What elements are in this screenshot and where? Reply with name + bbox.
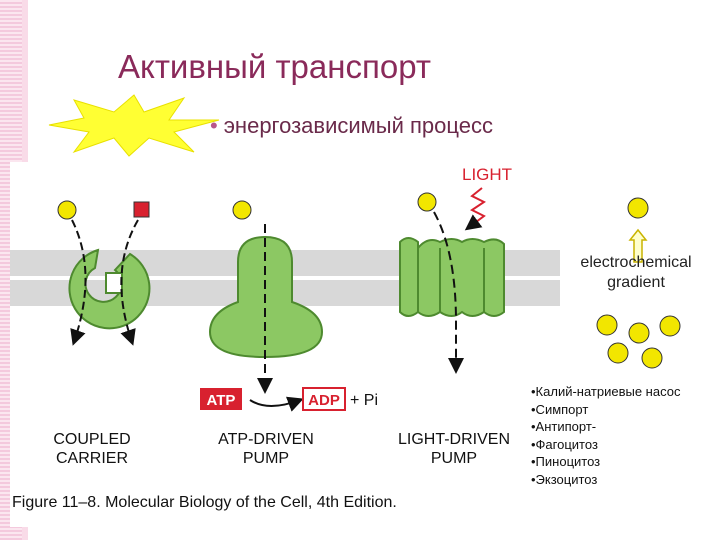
solute-gradient-3	[660, 316, 680, 336]
coupled-carrier-notch	[106, 273, 122, 293]
solute-gradient-2	[629, 323, 649, 343]
light-label: LIGHT	[462, 165, 512, 184]
adp-label: ADP	[308, 392, 340, 409]
light-pump-protein	[400, 238, 504, 316]
list-item: •Антипорт-	[531, 418, 680, 436]
light-pump-label-line1: LIGHT-DRIVEN	[398, 431, 510, 448]
solute-red-square	[134, 202, 149, 217]
list-item: •Фагоцитоз	[531, 436, 680, 454]
solute-yellow-atp	[233, 201, 251, 219]
solute-gradient-4	[608, 343, 628, 363]
light-pump-label-line2: PUMP	[431, 450, 477, 467]
solute-gradient-5	[642, 348, 662, 368]
list-item: •Симпорт	[531, 401, 680, 419]
pi-label: + Pi	[350, 392, 378, 409]
solute-yellow-coupled	[58, 201, 76, 219]
figure-caption: Figure 11–8. Molecular Biology of the Ce…	[12, 494, 397, 512]
atp-conversion-arrow	[250, 400, 300, 406]
solute-gradient-1	[597, 315, 617, 335]
light-zigzag-arrow	[468, 188, 484, 228]
list-item: •Экзоцитоз	[531, 471, 680, 489]
atp-pump-label-line1: ATP-DRIVEN	[218, 431, 314, 448]
list-item: •Калий-натриевые насос	[531, 383, 680, 401]
transport-figure: ATP ADP + Pi LIGHT electrochemical gradi…	[10, 162, 570, 527]
starburst-decoration	[44, 90, 224, 160]
coupled-label-line2: CARRIER	[56, 450, 128, 467]
slide-bullet: •энергозависимый процесс	[210, 113, 493, 139]
list-item: •Пиноцитоз	[531, 453, 680, 471]
solute-yellow-light	[418, 193, 436, 211]
light-driven-pump: LIGHT	[400, 165, 512, 370]
gradient-label-text-2: gradient	[566, 273, 706, 293]
bullet-text: энергозависимый процесс	[224, 113, 493, 138]
slide-title: Активный транспорт	[118, 48, 431, 86]
gradient-label-text-1: electrochemical	[566, 253, 706, 273]
atp-pump-label-line2: PUMP	[243, 450, 289, 467]
atp-label: ATP	[207, 392, 236, 409]
coupled-label-line1: COUPLED	[53, 431, 130, 448]
solute-gradient-top	[628, 198, 648, 218]
examples-list: •Калий-натриевые насос •Симпорт •Антипор…	[531, 383, 680, 488]
bullet-marker: •	[210, 113, 218, 138]
gradient-label: electrochemical gradient	[566, 253, 706, 293]
